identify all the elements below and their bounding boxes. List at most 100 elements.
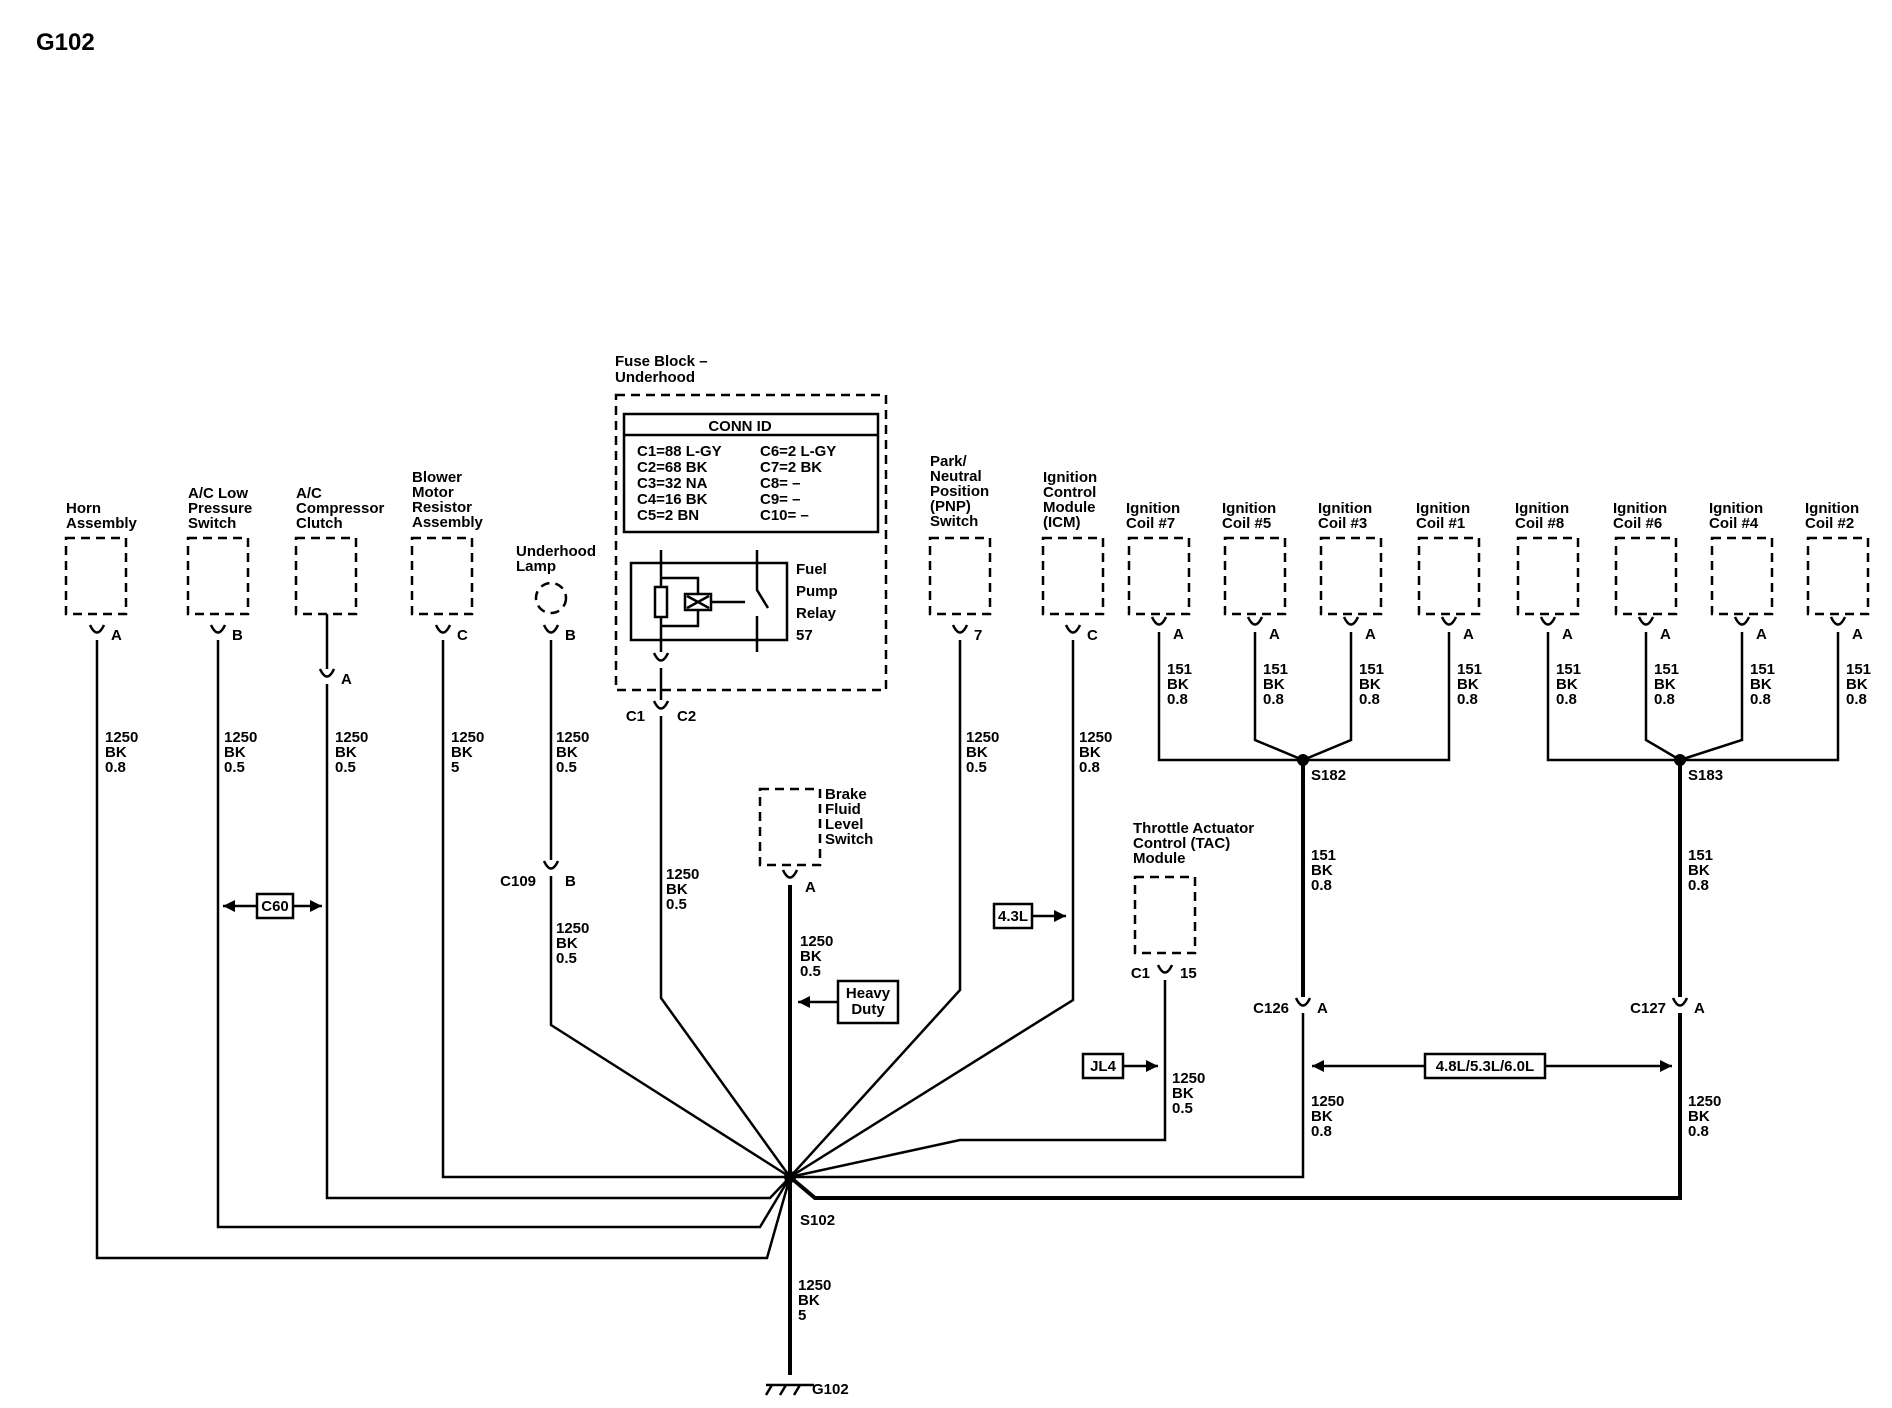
coil-name-coils_left-1: Coil #5 [1222, 515, 1271, 532]
connector-2 [318, 668, 336, 678]
wire-c126 [790, 1013, 1305, 1179]
brake-switch-pin: A [805, 879, 816, 896]
wire-icm [789, 640, 1075, 1179]
coil-name-coils_left-0: Ignition [1126, 500, 1180, 517]
wire-label-tac: 1250 [1172, 1070, 1205, 1087]
fuse-block-connector [652, 700, 670, 710]
conn-id-left: C5=2 BN [637, 507, 699, 524]
wire-label-ac-pressure: BK [224, 744, 246, 761]
splice-wire-label-coils_left: BK [1311, 862, 1333, 879]
connector-6 [1064, 624, 1082, 634]
conn-id-right: C8= – [760, 475, 800, 492]
relay-label: 57 [796, 627, 813, 644]
wire-label-pnp: BK [966, 744, 988, 761]
coil-box-coils_right-3 [1806, 536, 1870, 616]
wire-label-icm: 1250 [1079, 729, 1112, 746]
coil-wire-label-coils_right-3: 151 [1846, 661, 1871, 678]
coil-connector-coils_left-3 [1440, 616, 1458, 626]
coil-pin-coils_right-3: A [1852, 626, 1863, 643]
ground-label: G102 [812, 1381, 849, 1398]
coil-name-coils_left-3: Ignition [1416, 500, 1470, 517]
component-box-2 [294, 536, 358, 616]
wire-label-ground: BK [798, 1292, 820, 1309]
c60-arrow-right-head [310, 900, 322, 912]
coil-wire-label-coils_left-1: BK [1263, 676, 1285, 693]
coil-pin-coils_left-1: A [1269, 626, 1280, 643]
coil-name-coils_right-0: Ignition [1515, 500, 1569, 517]
relay-resistor [653, 585, 669, 619]
wire-label-icm: 0.8 [1079, 759, 1100, 776]
wire-label-c109: BK [556, 935, 578, 952]
coil-box-coils_left-3 [1417, 536, 1481, 616]
coil-connector-coils_left-0 [1150, 616, 1168, 626]
coil-name-coils_right-2: Coil #4 [1709, 515, 1759, 532]
coil-box-coils_right-1 [1614, 536, 1678, 616]
pin-label-3: C [457, 627, 468, 644]
c127-label: C127 [1630, 1000, 1666, 1017]
conn-id-right: C10= – [760, 507, 809, 524]
coil-wire-label-coils_right-1: 0.8 [1654, 691, 1675, 708]
coil-connector-coils_right-1 [1637, 616, 1655, 626]
splice-wire-label-coils_right: 151 [1688, 847, 1713, 864]
component-box-1 [186, 536, 250, 616]
component-name-4: Lamp [516, 558, 556, 575]
component-name-0: Horn [66, 500, 101, 517]
wire-label-c109: 1250 [556, 920, 589, 937]
brake-switch-box [758, 787, 822, 867]
jl4-label: JL4 [1090, 1058, 1117, 1075]
fuse-c2-label: C2 [677, 708, 696, 725]
wire-label-fuse-block: 0.5 [666, 896, 687, 913]
coil-box-coils_left-0 [1127, 536, 1191, 616]
s102-label: S102 [800, 1212, 835, 1229]
engine-option-label: 4.8L/5.3L/6.0L [1436, 1058, 1534, 1075]
coil-wire-label-coils_left-0: 151 [1167, 661, 1192, 678]
coil-pin-coils_left-3: A [1463, 626, 1474, 643]
pin-label-2: A [341, 671, 352, 688]
coil-wire-label-coils_left-3: 0.8 [1457, 691, 1478, 708]
coil-wire-label-coils_right-1: BK [1654, 676, 1676, 693]
component-name-3: Motor [412, 484, 454, 501]
connector-3 [434, 624, 452, 634]
tac-name: Control (TAC) [1133, 835, 1230, 852]
relay-coil-x [686, 594, 710, 610]
wire-label-ac-clutch: BK [335, 744, 357, 761]
conn-id-header: CONN ID [708, 418, 772, 435]
c126-pin: A [1317, 1000, 1328, 1017]
component-name-2: Clutch [296, 515, 343, 532]
fuse-c1-label: C1 [626, 708, 645, 725]
l43-arrow-head [1054, 910, 1066, 922]
wire-label-blower: 1250 [451, 729, 484, 746]
coil-wire-label-coils_left-2: 151 [1359, 661, 1384, 678]
component-box-5 [928, 536, 992, 616]
c109-pin: B [565, 873, 576, 890]
pin-label-6: C [1087, 627, 1098, 644]
coil-name-coils_right-3: Coil #2 [1805, 515, 1854, 532]
coil-box-coils_left-2 [1319, 536, 1383, 616]
coil-wire-label-coils_right-3: BK [1846, 676, 1868, 693]
coil-connector-coils_right-0 [1539, 616, 1557, 626]
component-box-3 [410, 536, 474, 616]
conn-id-right: C6=2 L-GY [760, 443, 836, 460]
coil-name-coils_right-0: Coil #8 [1515, 515, 1564, 532]
brake-switch-name: Brake [825, 786, 867, 803]
conn-id-table [622, 412, 880, 534]
l43-label: 4.3L [998, 908, 1028, 925]
wire-horn [95, 640, 792, 1260]
pin-label-1: B [232, 627, 243, 644]
c60-arrow-left-head [223, 900, 235, 912]
wire-ac-clutch [325, 684, 791, 1200]
connector-5 [951, 624, 969, 634]
wire-label-tac: BK [1172, 1085, 1194, 1102]
wire-label-lamp: 1250 [556, 729, 589, 746]
l43-box [992, 902, 1034, 930]
tac-conn-label: C1 [1131, 965, 1150, 982]
underhood-lamp-symbol [534, 581, 568, 615]
wire-label-ac-pressure: 0.5 [224, 759, 245, 776]
coil-wire-label-coils_left-0: 0.8 [1167, 691, 1188, 708]
component-name-3: Blower [412, 469, 462, 486]
component-name-6: Module [1043, 499, 1096, 516]
c126-wire-label: 1250 [1311, 1093, 1344, 1110]
coil-bus-coils_right [1546, 632, 1840, 762]
coil-name-coils_right-2: Ignition [1709, 500, 1763, 517]
component-name-5: Position [930, 483, 989, 500]
